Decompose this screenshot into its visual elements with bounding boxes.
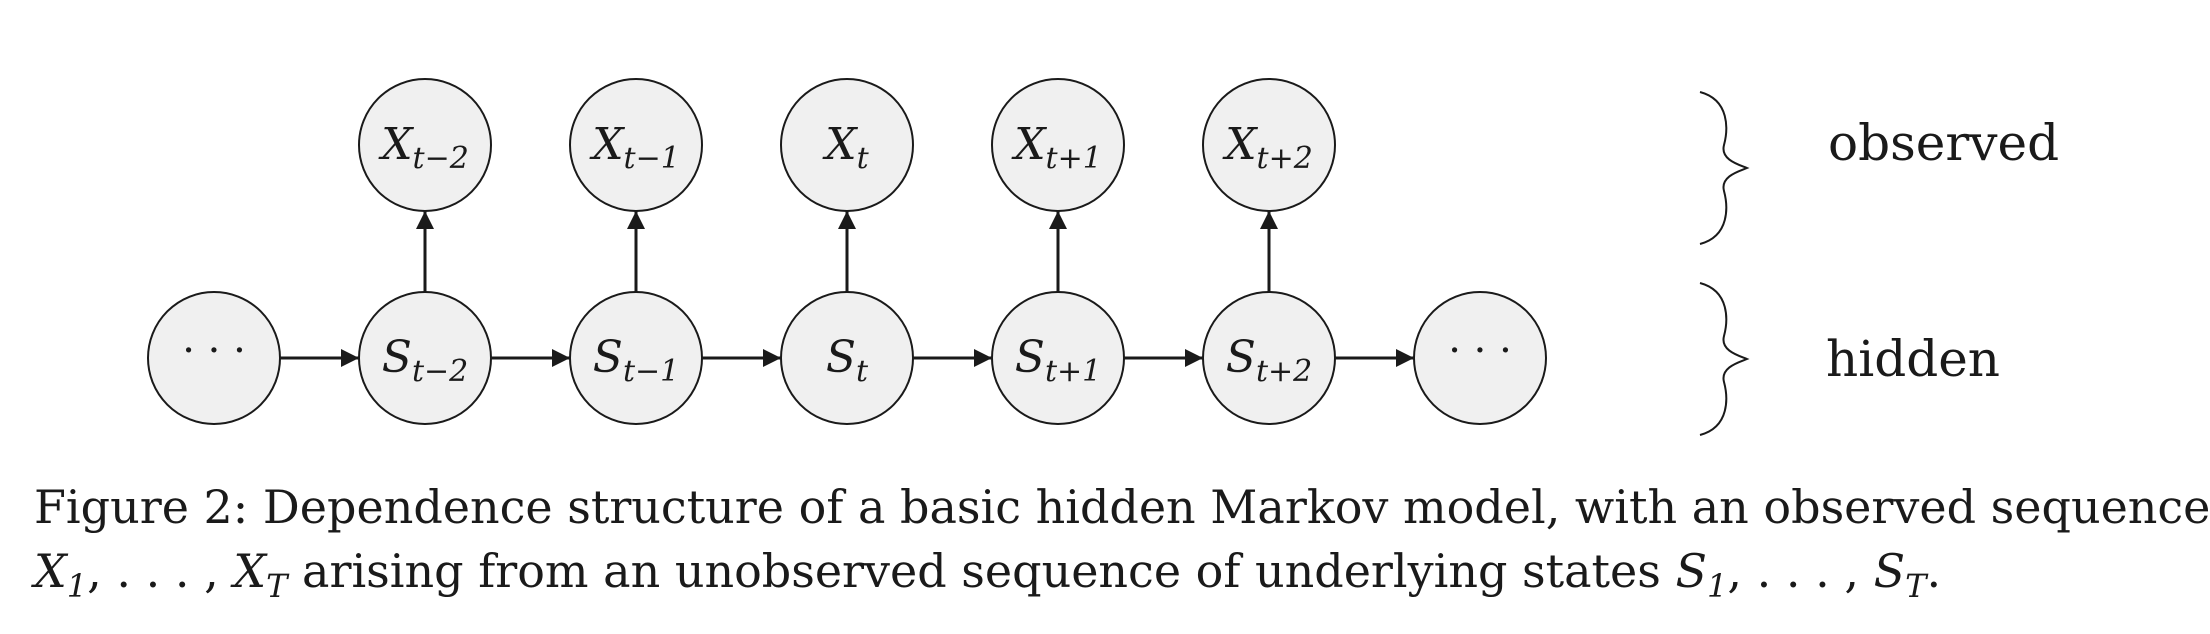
caption-x1-var: X [34,544,67,598]
caption-line-1-text: Figure 2: Dependence structure of a basi… [34,480,2210,534]
observed-node-circle [569,78,703,212]
hidden-node-label: St+2 [1226,332,1312,389]
observed-node-circle [1202,78,1336,212]
hidden-node-circle [991,291,1125,425]
observed-node-label: Xt−1 [589,119,680,176]
caption-s1: S1 [1675,544,1727,602]
caption-sT-var: S [1873,544,1906,598]
observed-node-label: Xt [822,119,869,176]
hidden-node: St+1 [991,291,1125,425]
observed-node-var: X [1222,119,1258,170]
observed-node-label: Xt+1 [1011,119,1102,176]
observed-node-circle [358,78,492,212]
hidden-node-sub: t [856,354,869,389]
caption-x1-sub: 1 [66,567,88,606]
hidden-node-ellipsis: · · · [182,328,246,374]
observed-node: Xt−1 [569,78,703,212]
observed-node-sub: t−1 [624,141,680,176]
observed-node-sub: t+2 [1257,141,1313,176]
observed-node-circle [991,78,1125,212]
hidden-node-sub: t−1 [623,354,679,389]
caption-sT: ST [1873,544,1927,602]
observed-brace [1699,91,1750,245]
observed-node-label: Xt−2 [378,119,469,176]
figure-caption: Figure 2: Dependence structure of a basi… [34,475,2210,603]
hidden-brace [1699,282,1750,436]
observed-node-var: X [378,119,414,170]
hidden-node-var: S [382,332,412,383]
observed-node-circle [780,78,914,212]
hidden-node-sub: t+1 [1045,354,1101,389]
observed-node-var: X [589,119,625,170]
hidden-node: · · · [147,291,281,425]
caption-s1-var: S [1675,544,1707,598]
hidden-node-label: St+1 [1015,332,1101,389]
caption-xT: XT [233,544,287,602]
observed-node-sub: t−2 [413,141,469,176]
caption-end: . [1926,544,1942,598]
caption-line-1: Figure 2: Dependence structure of a basi… [34,475,2210,539]
hidden-node-circle [1413,291,1547,425]
observed-node-var: X [822,119,858,170]
observed-node-label: Xt+2 [1222,119,1313,176]
hidden-node-circle [358,291,492,425]
observed-node: Xt+2 [1202,78,1336,212]
observed-node-sub: t [857,141,870,176]
caption-line-2: X1, . . . , XT arising from an unobserve… [34,539,2154,603]
observed-node-var: X [1011,119,1047,170]
hidden-node-label: St−2 [382,332,468,389]
hidden-node: St−2 [358,291,492,425]
hidden-node-var: S [593,332,623,383]
caption-s1-sub: 1 [1707,567,1728,606]
hidden-node-sub: t+2 [1256,354,1312,389]
hidden-node-circle [780,291,914,425]
observed-node: Xt [780,78,914,212]
hidden-node-label: St−1 [593,332,679,389]
hidden-label: hidden [1826,330,2000,388]
hidden-node-circle [1202,291,1336,425]
hidden-node-ellipsis: · · · [1448,328,1512,374]
hidden-node-sub: t−2 [412,354,468,389]
caption-x1: X1 [34,544,87,602]
hidden-node: St−1 [569,291,703,425]
caption-sT-sub: T [1905,567,1927,606]
hidden-node-label: St [826,332,869,389]
caption-xT-sub: T [266,567,288,606]
caption-sep-2: , . . . , [1727,544,1874,598]
hidden-node: St+2 [1202,291,1336,425]
observed-node: Xt−2 [358,78,492,212]
hidden-node-circle [569,291,703,425]
hidden-node-var: S [1015,332,1045,383]
edges-layer [280,211,1414,367]
hidden-node-var: S [1226,332,1256,383]
observed-node: Xt+1 [991,78,1125,212]
hidden-node: · · · [1413,291,1547,425]
caption-sep-1: , . . . , [87,544,234,598]
hidden-node: St [780,291,914,425]
caption-mid-text: arising from an unobserved sequence of u… [287,544,1676,598]
observed-node-sub: t+1 [1046,141,1102,176]
caption-xT-var: X [233,544,267,598]
observed-label: observed [1828,114,2059,172]
hidden-node-var: S [826,332,856,383]
hidden-node-circle [147,291,281,425]
